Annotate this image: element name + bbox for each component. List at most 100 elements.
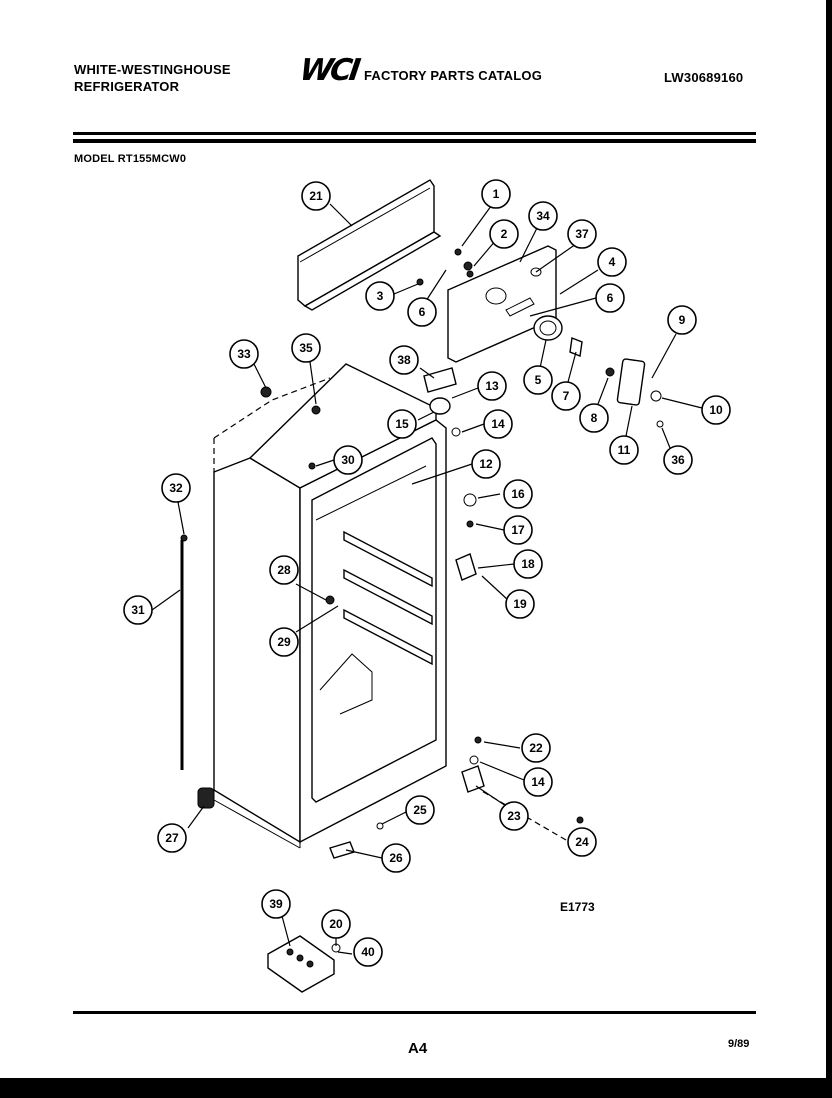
callout-1: 1	[481, 179, 511, 209]
callout-24-label: 24	[575, 835, 589, 849]
callout-24: 24	[567, 827, 597, 857]
callout-17: 17	[503, 515, 533, 545]
catalog-number: LW30689160	[664, 70, 744, 85]
callout-21-label: 21	[309, 189, 323, 203]
callout-32-label: 32	[169, 481, 183, 495]
callout-26: 26	[381, 843, 411, 873]
callout-35: 35	[291, 333, 321, 363]
callout-27-label: 27	[165, 831, 179, 845]
callout-14a: 14	[483, 409, 513, 439]
callout-35-label: 35	[299, 341, 313, 355]
bulb-socket-hardware	[454, 248, 583, 357]
callout-15: 15	[387, 409, 417, 439]
callout-32: 32	[161, 473, 191, 503]
callout-29: 29	[269, 627, 299, 657]
callout-14a-label: 14	[491, 417, 505, 431]
callout-11: 11	[609, 435, 639, 465]
callout-8-label: 8	[591, 411, 598, 425]
callout-15-label: 15	[395, 417, 409, 431]
callouts: 21 1 2 34 37 3 6 4 6 9 5 7 8 10 11 36 33…	[123, 179, 731, 967]
callout-39: 39	[261, 889, 291, 919]
callout-2-label: 2	[501, 227, 508, 241]
catalog-title: FACTORY PARTS CATALOG	[364, 68, 543, 83]
callout-38: 38	[389, 345, 419, 375]
callout-10-label: 10	[709, 403, 723, 417]
callout-22-label: 22	[529, 741, 543, 755]
callout-1-label: 1	[493, 187, 500, 201]
callout-3: 3	[365, 281, 395, 311]
callout-30-label: 30	[341, 453, 355, 467]
callout-34-label: 34	[536, 209, 550, 223]
callout-10: 10	[701, 395, 731, 425]
callout-7-label: 7	[563, 389, 570, 403]
callout-18-label: 18	[521, 557, 535, 571]
callout-37-label: 37	[575, 227, 589, 241]
light-shield	[423, 367, 457, 415]
callout-16-label: 16	[511, 487, 525, 501]
callout-29-label: 29	[277, 635, 291, 649]
callout-7: 7	[551, 381, 581, 411]
callout-34: 34	[528, 201, 558, 231]
callout-6b: 6	[595, 283, 625, 313]
leveling-leg	[197, 787, 215, 809]
callout-22: 22	[521, 733, 551, 763]
callout-19: 19	[505, 589, 535, 619]
hinge-hardware	[329, 427, 485, 859]
light-switch	[605, 358, 664, 428]
hinge-bracket	[267, 935, 341, 993]
callout-26-label: 26	[389, 851, 403, 865]
callout-13: 13	[477, 371, 507, 401]
callout-36-label: 36	[671, 453, 685, 467]
callout-5: 5	[523, 365, 553, 395]
callout-33-label: 33	[237, 347, 251, 361]
callout-18: 18	[513, 549, 543, 579]
control-panel-cover	[297, 179, 442, 311]
callout-16: 16	[503, 479, 533, 509]
callout-12: 12	[471, 449, 501, 479]
footer-rule	[73, 1011, 756, 1014]
callout-3-label: 3	[377, 289, 384, 303]
callout-21: 21	[301, 181, 331, 211]
header-rule-thick	[73, 132, 756, 135]
callout-12-label: 12	[479, 457, 493, 471]
callout-27: 27	[157, 823, 187, 853]
callout-33: 33	[229, 339, 259, 369]
callout-4-label: 4	[609, 255, 616, 269]
callout-40-label: 40	[361, 945, 375, 959]
callout-31-label: 31	[131, 603, 145, 617]
callout-28: 28	[269, 555, 299, 585]
callout-8: 8	[579, 403, 609, 433]
callout-28-label: 28	[277, 563, 291, 577]
callout-5-label: 5	[535, 373, 542, 387]
callout-39-label: 39	[269, 897, 283, 911]
callout-9-label: 9	[679, 313, 686, 327]
callout-4: 4	[597, 247, 627, 277]
thermostat-knob	[533, 315, 563, 341]
callout-11-label: 11	[618, 443, 631, 457]
page-number: A4	[408, 1040, 428, 1057]
model-label: MODEL RT155MCW0	[74, 153, 187, 165]
callout-38-label: 38	[397, 353, 411, 367]
callout-25: 25	[405, 795, 435, 825]
header-rule-thin	[73, 139, 756, 143]
callout-25-label: 25	[413, 803, 427, 817]
fasteners	[180, 278, 584, 824]
callout-13-label: 13	[485, 379, 499, 393]
control-plate	[447, 245, 557, 363]
callout-19-label: 19	[513, 597, 527, 611]
callout-40: 40	[353, 937, 383, 967]
right-page-edge	[826, 0, 832, 1098]
callout-6b-label: 6	[607, 291, 614, 305]
callout-2: 2	[489, 219, 519, 249]
callout-9: 9	[667, 305, 697, 335]
callout-6a: 6	[407, 297, 437, 327]
callout-6a-label: 6	[419, 305, 426, 319]
diagram-code: E1773	[560, 900, 595, 914]
callout-14b-label: 14	[531, 775, 545, 789]
brand-line-1: WHITE-WESTINGHOUSE	[74, 62, 231, 77]
callout-17-label: 17	[511, 523, 525, 537]
callout-14b: 14	[523, 767, 553, 797]
callout-37: 37	[567, 219, 597, 249]
callout-23: 23	[499, 801, 529, 831]
